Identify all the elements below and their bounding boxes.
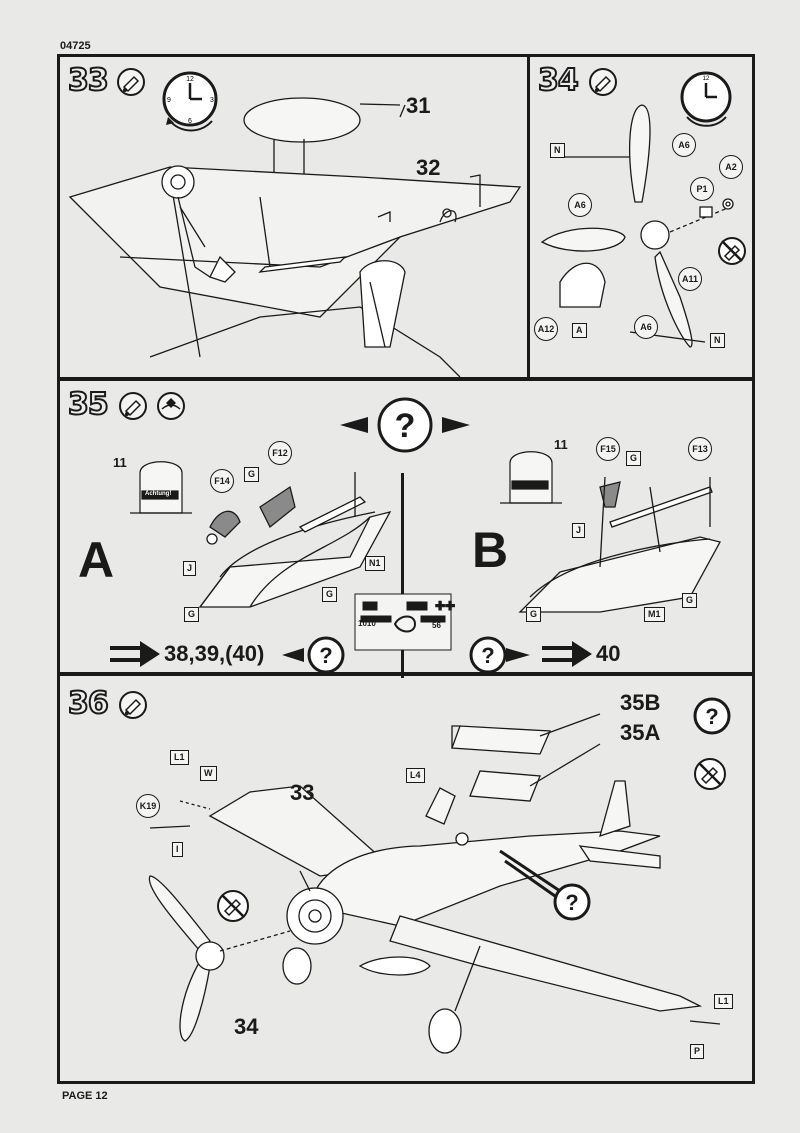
label-g-2b: G [682, 593, 698, 608]
goto-b-text: 40 [596, 641, 621, 666]
svg-text:12: 12 [186, 76, 194, 83]
label-a6-top: A6 [672, 133, 696, 157]
cockpit-tub-a [198, 472, 392, 608]
part-11-a: 11 [113, 455, 127, 470]
label-j: J [183, 561, 197, 576]
document-code: 04725 [60, 40, 91, 52]
no-glue-icon [217, 890, 249, 922]
label-g-1: G [244, 467, 260, 482]
step-34-panel: 34 12 N A6 A6 P1 A2 A11 A12 A A6 N [527, 54, 755, 380]
step-36-panel: 36 [57, 673, 755, 1084]
glue-icon [117, 68, 145, 96]
part-34: 34 [234, 1014, 259, 1039]
svg-text:?: ? [481, 643, 494, 668]
svg-text:?: ? [705, 704, 718, 729]
step-35-panel: 35 ? A 11 Achtung! F12 F14 G J N1 [57, 378, 755, 678]
part-33: 33 [290, 780, 315, 805]
question-icon: ? [469, 636, 530, 674]
clock-icon: 12 3 6 9 [162, 71, 218, 132]
svg-text:3: 3 [210, 97, 214, 104]
sticker-text: Achtung! [145, 491, 172, 497]
arrow-icon [542, 641, 592, 667]
glue-icon [589, 68, 617, 96]
variant-a-label: A [78, 532, 115, 588]
glue-icon [119, 392, 147, 420]
decal-sheet: ✚✚ [354, 593, 456, 651]
instrument-panel-b [500, 451, 562, 504]
label-n1: N1 [365, 556, 385, 571]
step-number: 35 [67, 386, 110, 423]
part-32: 32 [416, 155, 441, 180]
label-f13: F13 [688, 437, 712, 461]
label-p1: P1 [690, 177, 714, 201]
propeller-drawing [540, 104, 734, 348]
aircraft-drawing [148, 713, 721, 1054]
clock-icon: 12 [680, 71, 732, 127]
svg-text:6: 6 [188, 118, 192, 125]
svg-text:9: 9 [167, 97, 171, 104]
label-f14: F14 [210, 469, 234, 493]
label-a: A [572, 323, 587, 338]
arrow-icon [110, 641, 160, 667]
label-a2: A2 [719, 155, 743, 179]
variant-b-label: B [472, 522, 509, 578]
decal-number-1: 1010 [358, 619, 376, 628]
label-a6-left: A6 [568, 193, 592, 217]
label-g-2: G [322, 587, 338, 602]
label-p: P [690, 1044, 705, 1059]
svg-text:?: ? [319, 643, 332, 668]
svg-text:?: ? [565, 890, 578, 915]
page-label: PAGE 12 [62, 1090, 108, 1102]
cockpit-tub-b [518, 476, 721, 613]
step-number: 36 [67, 685, 110, 722]
label-g-1b: G [626, 451, 642, 466]
label-f12: F12 [268, 441, 292, 465]
ref-35a: 35A [620, 720, 661, 745]
decal-number-2: 56 [432, 621, 441, 630]
step-number: 33 [67, 62, 110, 99]
svg-text:?: ? [395, 407, 416, 445]
question-icon: ? [340, 397, 470, 453]
question-icon: ? [282, 636, 345, 674]
label-k19: K19 [136, 794, 160, 818]
svg-text:12: 12 [703, 76, 710, 82]
label-i: I [172, 842, 183, 857]
step-33-panel: 33 12 3 6 9 [57, 54, 530, 380]
label-a11: A11 [678, 267, 702, 291]
part-11-b: 11 [554, 437, 568, 452]
label-a6-bottom: A6 [634, 315, 658, 339]
goto-a-text: 38,39,(40) [164, 641, 265, 666]
wing-gear-drawing [68, 97, 522, 378]
svg-text:✚✚: ✚✚ [435, 599, 455, 613]
label-w: W [200, 766, 217, 781]
variant-divider [401, 473, 404, 678]
no-glue-icon [694, 758, 726, 790]
label-l4: L4 [406, 768, 425, 783]
decal-icon [157, 392, 185, 420]
label-n-bottom: N [710, 333, 725, 348]
question-icon: ? [693, 697, 731, 735]
label-f15: F15 [596, 437, 620, 461]
label-m1: M1 [644, 607, 665, 622]
step-number: 34 [537, 62, 580, 99]
label-g-3: G [184, 607, 200, 622]
label-j-b: J [572, 523, 586, 538]
instrument-panel-a [130, 461, 192, 514]
ref-35b: 35B [620, 690, 661, 715]
part-31: 31 [406, 93, 431, 118]
label-l1-top: L1 [170, 750, 189, 765]
label-l1-bottom: L1 [714, 994, 733, 1009]
label-a12: A12 [534, 317, 558, 341]
glue-icon [119, 691, 147, 719]
no-glue-icon [718, 237, 746, 265]
label-n-top: N [550, 143, 565, 158]
label-g-3b: G [526, 607, 542, 622]
question-icon: ? [553, 883, 591, 921]
